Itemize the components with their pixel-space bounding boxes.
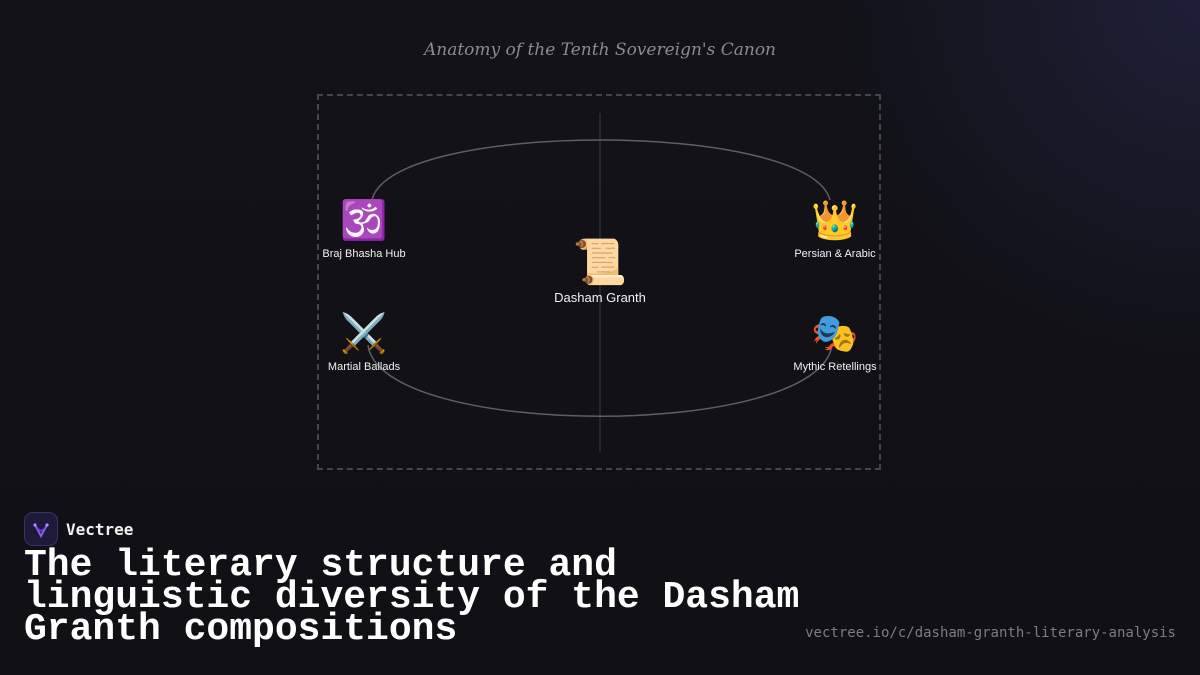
bottom-arc — [367, 344, 833, 417]
node-persian-arabic: 👑 Persian & Arabic — [794, 198, 875, 260]
top-arc — [371, 139, 831, 201]
source-url[interactable]: vectree.io/c/dasham-granth-literary-anal… — [805, 625, 1176, 641]
scroll-icon: 📜 — [572, 238, 628, 287]
brand-name: Vectree — [66, 519, 134, 539]
brand[interactable]: Vectree — [24, 512, 133, 546]
theater-masks-icon: 🎭 — [811, 313, 859, 355]
diagram-title: Anatomy of the Tenth Sovereign's Canon — [423, 40, 777, 60]
node-mythic-retellings: 🎭 Mythic Retellings — [793, 311, 876, 373]
node-braj-bhasha: 🕉️ Braj Bhasha Hub — [322, 198, 405, 260]
node-dasham-granth: 📜 Dasham Granth — [554, 238, 646, 305]
node-label: Mythic Retellings — [793, 361, 877, 373]
diagram-frame — [317, 94, 881, 470]
vectree-logo-icon — [24, 512, 58, 546]
crown-icon: 👑 — [811, 200, 859, 242]
node-label: Braj Bhasha Hub — [322, 248, 406, 260]
om-icon: 🕉️ — [340, 200, 388, 242]
crossed-swords-icon: ⚔️ — [340, 313, 388, 355]
node-label: Martial Ballads — [327, 361, 401, 373]
node-martial-ballads: ⚔️ Martial Ballads — [328, 311, 400, 373]
node-label: Dasham Granth — [554, 290, 646, 305]
page-title: The literary structure and linguistic di… — [24, 544, 800, 651]
node-label: Persian & Arabic — [794, 248, 876, 260]
